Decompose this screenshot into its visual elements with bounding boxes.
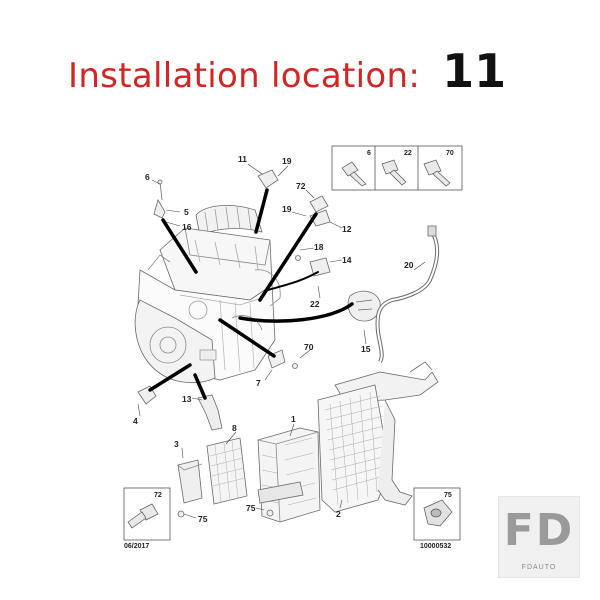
screw-6-head xyxy=(341,161,359,177)
engine-illustration xyxy=(134,205,281,384)
callout-70: 70 xyxy=(304,342,314,352)
installation-location-label: Installation location: xyxy=(68,56,421,96)
callout-2: 2 xyxy=(336,509,341,519)
callout-numbers: 6 5 16 11 19 72 19 12 18 14 22 20 15 70 … xyxy=(133,154,414,524)
callout-4: 4 xyxy=(133,416,138,426)
bolt-70-shaft xyxy=(432,170,451,187)
page-title: Installation location: 11 xyxy=(68,44,506,98)
callout-13: 13 xyxy=(182,394,192,404)
callout-5: 5 xyxy=(184,207,189,217)
callout-15: 15 xyxy=(361,344,371,354)
inset-left-number: 72 xyxy=(154,492,162,499)
fastener-label-70: 70 xyxy=(446,150,454,157)
fastener-box: 6 22 70 xyxy=(331,145,463,191)
inset-right-number: 75 xyxy=(444,492,452,499)
callout-19: 19 xyxy=(282,204,292,214)
sensor-parts xyxy=(137,169,381,518)
inset-left-caption: 06/2017 xyxy=(124,543,149,550)
hose-connector xyxy=(427,225,437,237)
callout-20: 20 xyxy=(404,260,414,270)
screw-6-shaft xyxy=(349,171,367,187)
inset-right: 75 10000532 xyxy=(413,487,461,550)
callout-19-top: 19 xyxy=(282,156,292,166)
callout-18: 18 xyxy=(314,242,324,252)
inset-left: 72 06/2017 xyxy=(123,487,171,550)
callout-75-mid: 75 xyxy=(246,503,256,513)
installation-location-value: 11 xyxy=(442,44,507,98)
ecu-bracket-illustration xyxy=(177,361,439,523)
callout-16: 16 xyxy=(182,222,192,232)
bolt-22-shaft xyxy=(389,169,407,186)
logo-main-text: FD xyxy=(503,505,575,556)
callout-12: 12 xyxy=(342,224,352,234)
callout-22: 22 xyxy=(310,299,320,309)
fdauto-logo: FD FDAUTO xyxy=(498,496,580,578)
callout-3: 3 xyxy=(174,439,179,449)
callout-72: 72 xyxy=(296,181,306,191)
logo-sub-text: FDAUTO xyxy=(521,564,557,571)
callout-14: 14 xyxy=(342,255,352,265)
fastener-label-6: 6 xyxy=(367,150,371,157)
callout-1: 1 xyxy=(291,414,296,424)
callout-leaders xyxy=(137,163,426,519)
callout-11: 11 xyxy=(238,154,247,164)
leader-lines xyxy=(148,188,354,400)
callout-8: 8 xyxy=(232,423,237,433)
callout-6: 6 xyxy=(145,172,150,182)
fastener-label-22: 22 xyxy=(404,150,412,157)
callout-75-left: 75 xyxy=(198,514,208,524)
callout-7: 7 xyxy=(256,378,261,388)
inset-right-caption: 10000532 xyxy=(420,543,451,550)
